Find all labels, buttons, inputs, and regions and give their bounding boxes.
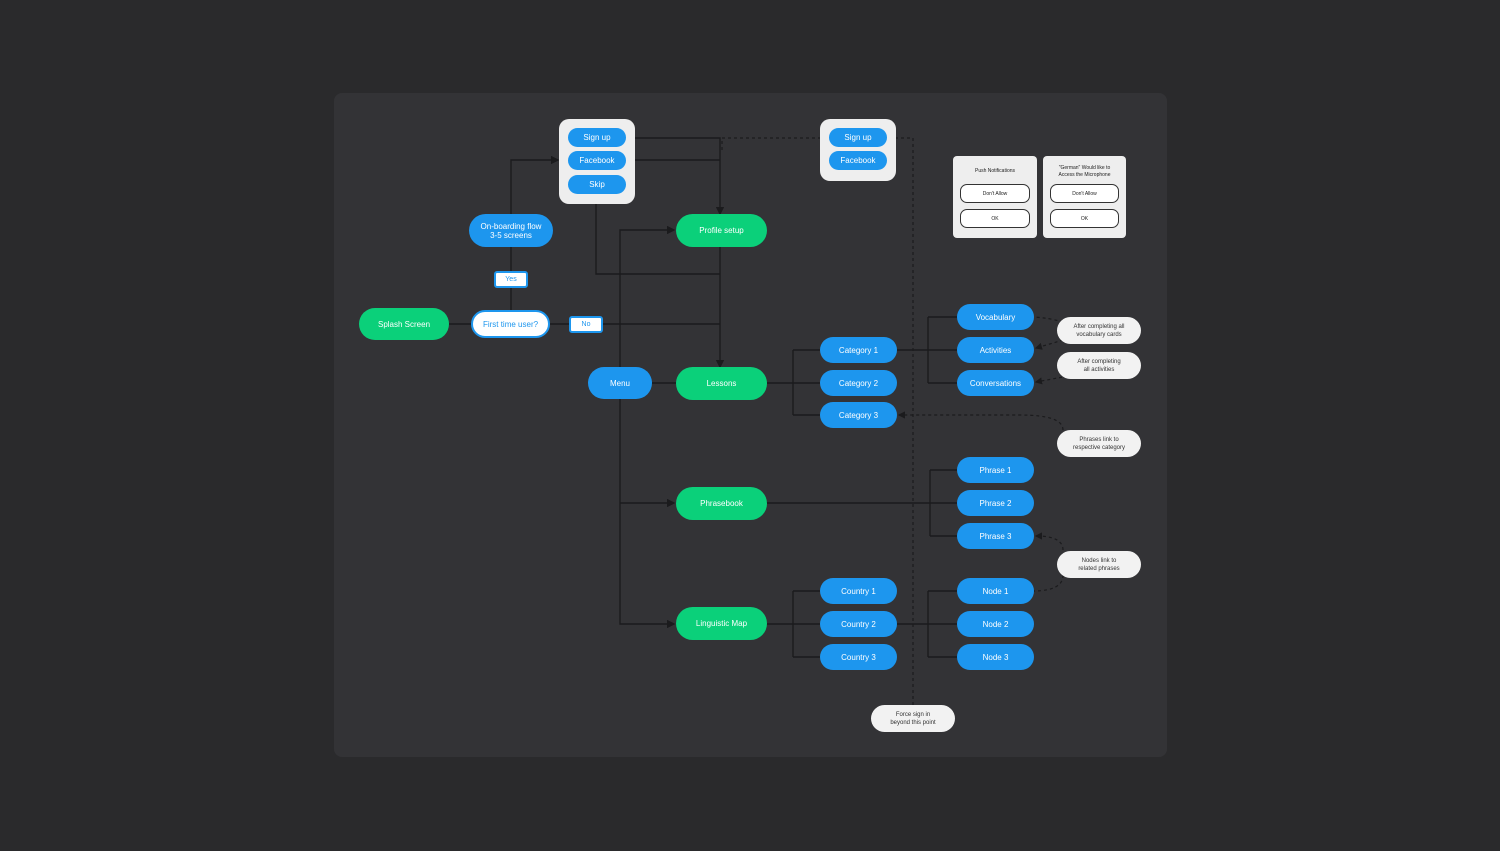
ok-button[interactable]: OK [960,209,1030,228]
dont-allow-button[interactable]: Don't Allow [1050,184,1119,203]
dont-allow-button[interactable]: Don't Allow [960,184,1030,203]
dialog-title: Push Notifications [974,168,1016,174]
category-2-node[interactable]: Category 2 [820,370,897,396]
microphone-dialog: "German" Would like to Access the Microp… [1043,156,1126,238]
signup-button-secondary[interactable]: Sign up [829,128,887,147]
facebook-button-secondary[interactable]: Facebook [829,151,887,170]
note-after-vocabulary: After completing all vocabulary cards [1057,317,1141,344]
map-node-3[interactable]: Node 3 [957,644,1034,670]
onboarding-flow-node[interactable]: On-boarding flow 3-5 screens [469,214,553,247]
menu-node[interactable]: Menu [588,367,652,399]
no-label: No [569,316,603,333]
phrasebook-node[interactable]: Phrasebook [676,487,767,520]
map-node-1[interactable]: Node 1 [957,578,1034,604]
profile-setup-node[interactable]: Profile setup [676,214,767,247]
dialog-title: "German" Would like to Access the Microp… [1058,165,1111,178]
country-1-node[interactable]: Country 1 [820,578,897,604]
signup-button[interactable]: Sign up [568,128,626,147]
first-time-user-decision[interactable]: First time user? [471,310,550,338]
yes-label: Yes [494,271,528,288]
note-phrases-link: Phrases link to respective category [1057,430,1141,457]
phrase-3-node[interactable]: Phrase 3 [957,523,1034,549]
country-3-node[interactable]: Country 3 [820,644,897,670]
push-notifications-dialog: Push Notifications Don't Allow OK [953,156,1037,238]
skip-button[interactable]: Skip [568,175,626,194]
category-1-node[interactable]: Category 1 [820,337,897,363]
note-after-activities: After completing all activities [1057,352,1141,379]
phrase-1-node[interactable]: Phrase 1 [957,457,1034,483]
linguistic-map-node[interactable]: Linguistic Map [676,607,767,640]
category-3-node[interactable]: Category 3 [820,402,897,428]
facebook-button[interactable]: Facebook [568,151,626,170]
activities-node[interactable]: Activities [957,337,1034,363]
splash-screen-node[interactable]: Splash Screen [359,308,449,340]
conversations-node[interactable]: Conversations [957,370,1034,396]
country-2-node[interactable]: Country 2 [820,611,897,637]
note-nodes-link: Nodes link to related phrases [1057,551,1141,578]
phrase-2-node[interactable]: Phrase 2 [957,490,1034,516]
ok-button[interactable]: OK [1050,209,1119,228]
note-force-signin: Force sign in beyond this point [871,705,955,732]
map-node-2[interactable]: Node 2 [957,611,1034,637]
lessons-node[interactable]: Lessons [676,367,767,400]
vocabulary-node[interactable]: Vocabulary [957,304,1034,330]
